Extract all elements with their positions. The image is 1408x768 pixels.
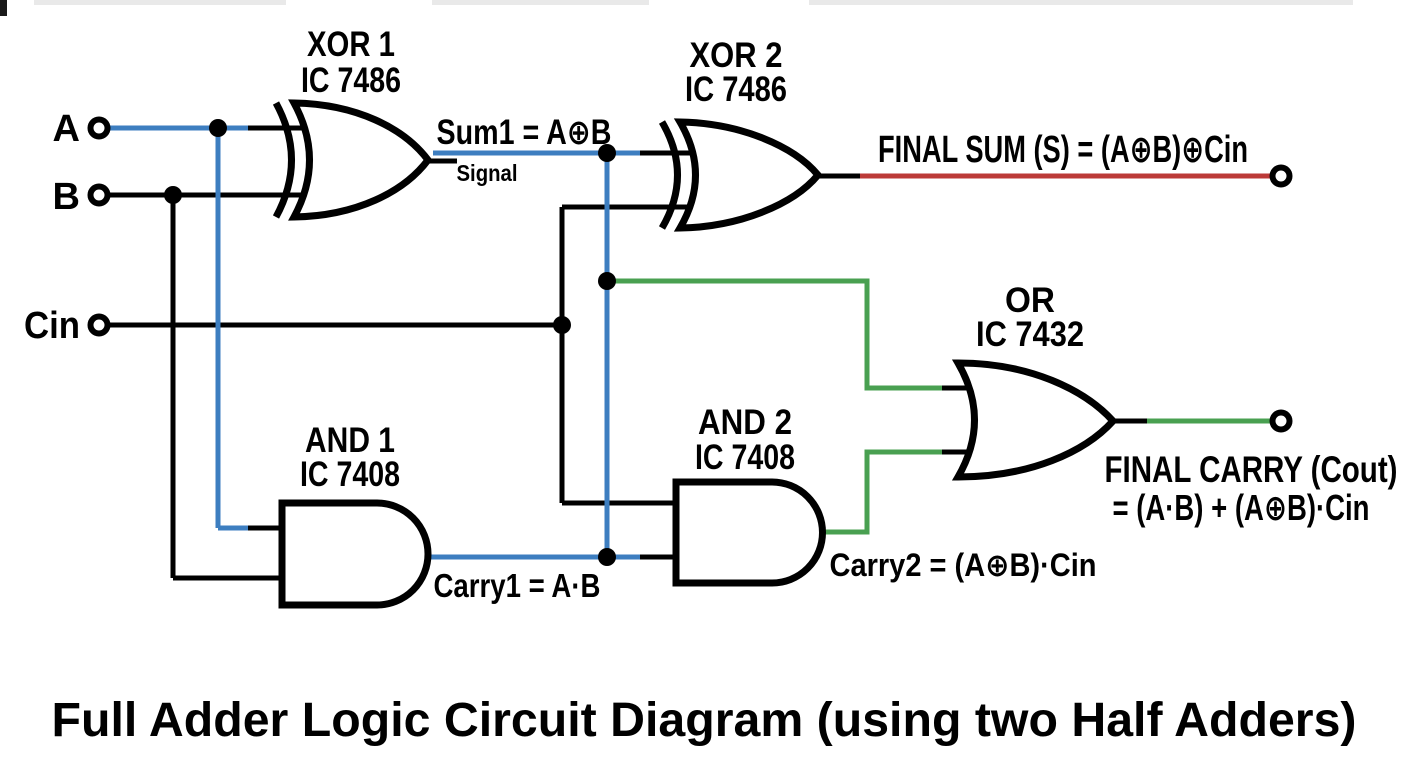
junction-cin <box>553 316 571 334</box>
signal-note-label: Signal <box>457 160 518 186</box>
labels: A B Cin XOR 1 IC 7486 XOR 2 IC 7486 AND … <box>24 25 1398 747</box>
xor2-gate <box>658 118 823 232</box>
junction-sum1-green-tap <box>598 272 616 290</box>
xor1-name-label: XOR 1 <box>307 25 395 64</box>
final-sum-label: FINAL SUM (S) = (A⊕B)⊕Cin <box>878 129 1248 171</box>
input-cin-label: Cin <box>24 305 80 347</box>
terminal-final-sum <box>1269 164 1293 188</box>
diagram-title: Full Adder Logic Circuit Diagram (using … <box>52 694 1357 747</box>
xor1-ic-label: IC 7486 <box>301 61 401 100</box>
terminal-cin <box>87 313 111 337</box>
terminals <box>87 116 1293 433</box>
xor2-name-label: XOR 2 <box>690 36 783 75</box>
junction-b <box>164 186 182 204</box>
terminal-final-carry <box>1269 409 1293 433</box>
final-carry-label-line2: = (A·B) + (A⊕B)·Cin <box>1113 487 1370 528</box>
and1-ic-label: IC 7408 <box>300 455 400 494</box>
xor2-ic-label: IC 7486 <box>685 70 787 109</box>
junction-carry1 <box>598 548 616 566</box>
junction-dots <box>164 119 616 566</box>
and2-gate <box>672 478 826 587</box>
junction-sum1 <box>598 144 616 162</box>
sum1-label: Sum1 = A⊕B <box>437 113 612 152</box>
and1-name-label: AND 1 <box>305 421 395 460</box>
and2-ic-label: IC 7408 <box>695 438 795 477</box>
terminal-b <box>87 183 111 207</box>
final-carry-label-line1: FINAL CARRY (Cout) <box>1105 449 1398 490</box>
wire-carry2-to-or-green <box>820 449 942 535</box>
or-ic-label: IC 7432 <box>976 315 1084 354</box>
gates <box>272 99 1118 609</box>
junction-a <box>209 119 227 137</box>
carry2-label: Carry2 = (A⊕B)·Cin <box>830 547 1097 583</box>
terminal-a <box>87 116 111 140</box>
wire-sum1-to-or-green <box>607 278 942 391</box>
or-gate <box>951 359 1118 481</box>
or-name-label: OR <box>1005 281 1055 320</box>
carry1-label: Carry1 = A·B <box>434 567 601 604</box>
xor1-gate <box>272 99 433 221</box>
and1-gate <box>278 499 432 609</box>
and2-name-label: AND 2 <box>698 403 792 442</box>
top-edge-artifacts <box>0 0 1353 16</box>
input-b-label: B <box>53 176 80 218</box>
input-a-label: A <box>53 108 80 150</box>
